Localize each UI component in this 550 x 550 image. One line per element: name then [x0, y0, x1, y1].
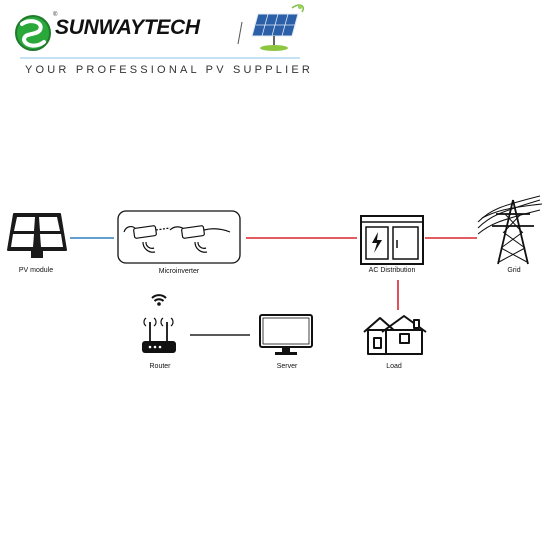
- registered-mark: ®: [53, 12, 58, 18]
- ac-distribution-label: AC Distribution: [368, 267, 416, 274]
- router-label: Router: [149, 363, 171, 370]
- sunwaytech-logo-icon: [15, 15, 51, 51]
- tagline: YOUR PROFESSIONAL PV SUPPLIER: [25, 64, 314, 76]
- router-icon: [142, 294, 176, 353]
- pv-module-label: PV module: [18, 267, 54, 274]
- server-label: Server: [276, 363, 298, 370]
- ac-distribution-cabinet-icon: [360, 215, 424, 265]
- monitor-icon: [259, 314, 313, 355]
- solar-panel-logo-icon: [251, 4, 304, 51]
- brand-name: SUNWAYTECH: [55, 16, 200, 39]
- microinverter-icon: [117, 210, 241, 264]
- grid-label: Grid: [507, 267, 521, 274]
- microinverter-label: Microinverter: [158, 268, 200, 275]
- power-tower-icon: [477, 195, 543, 265]
- pv-module-icon: [7, 213, 67, 258]
- load-label: Load: [386, 363, 402, 370]
- house-load-icon: [363, 315, 427, 355]
- header-separator: [237, 21, 243, 45]
